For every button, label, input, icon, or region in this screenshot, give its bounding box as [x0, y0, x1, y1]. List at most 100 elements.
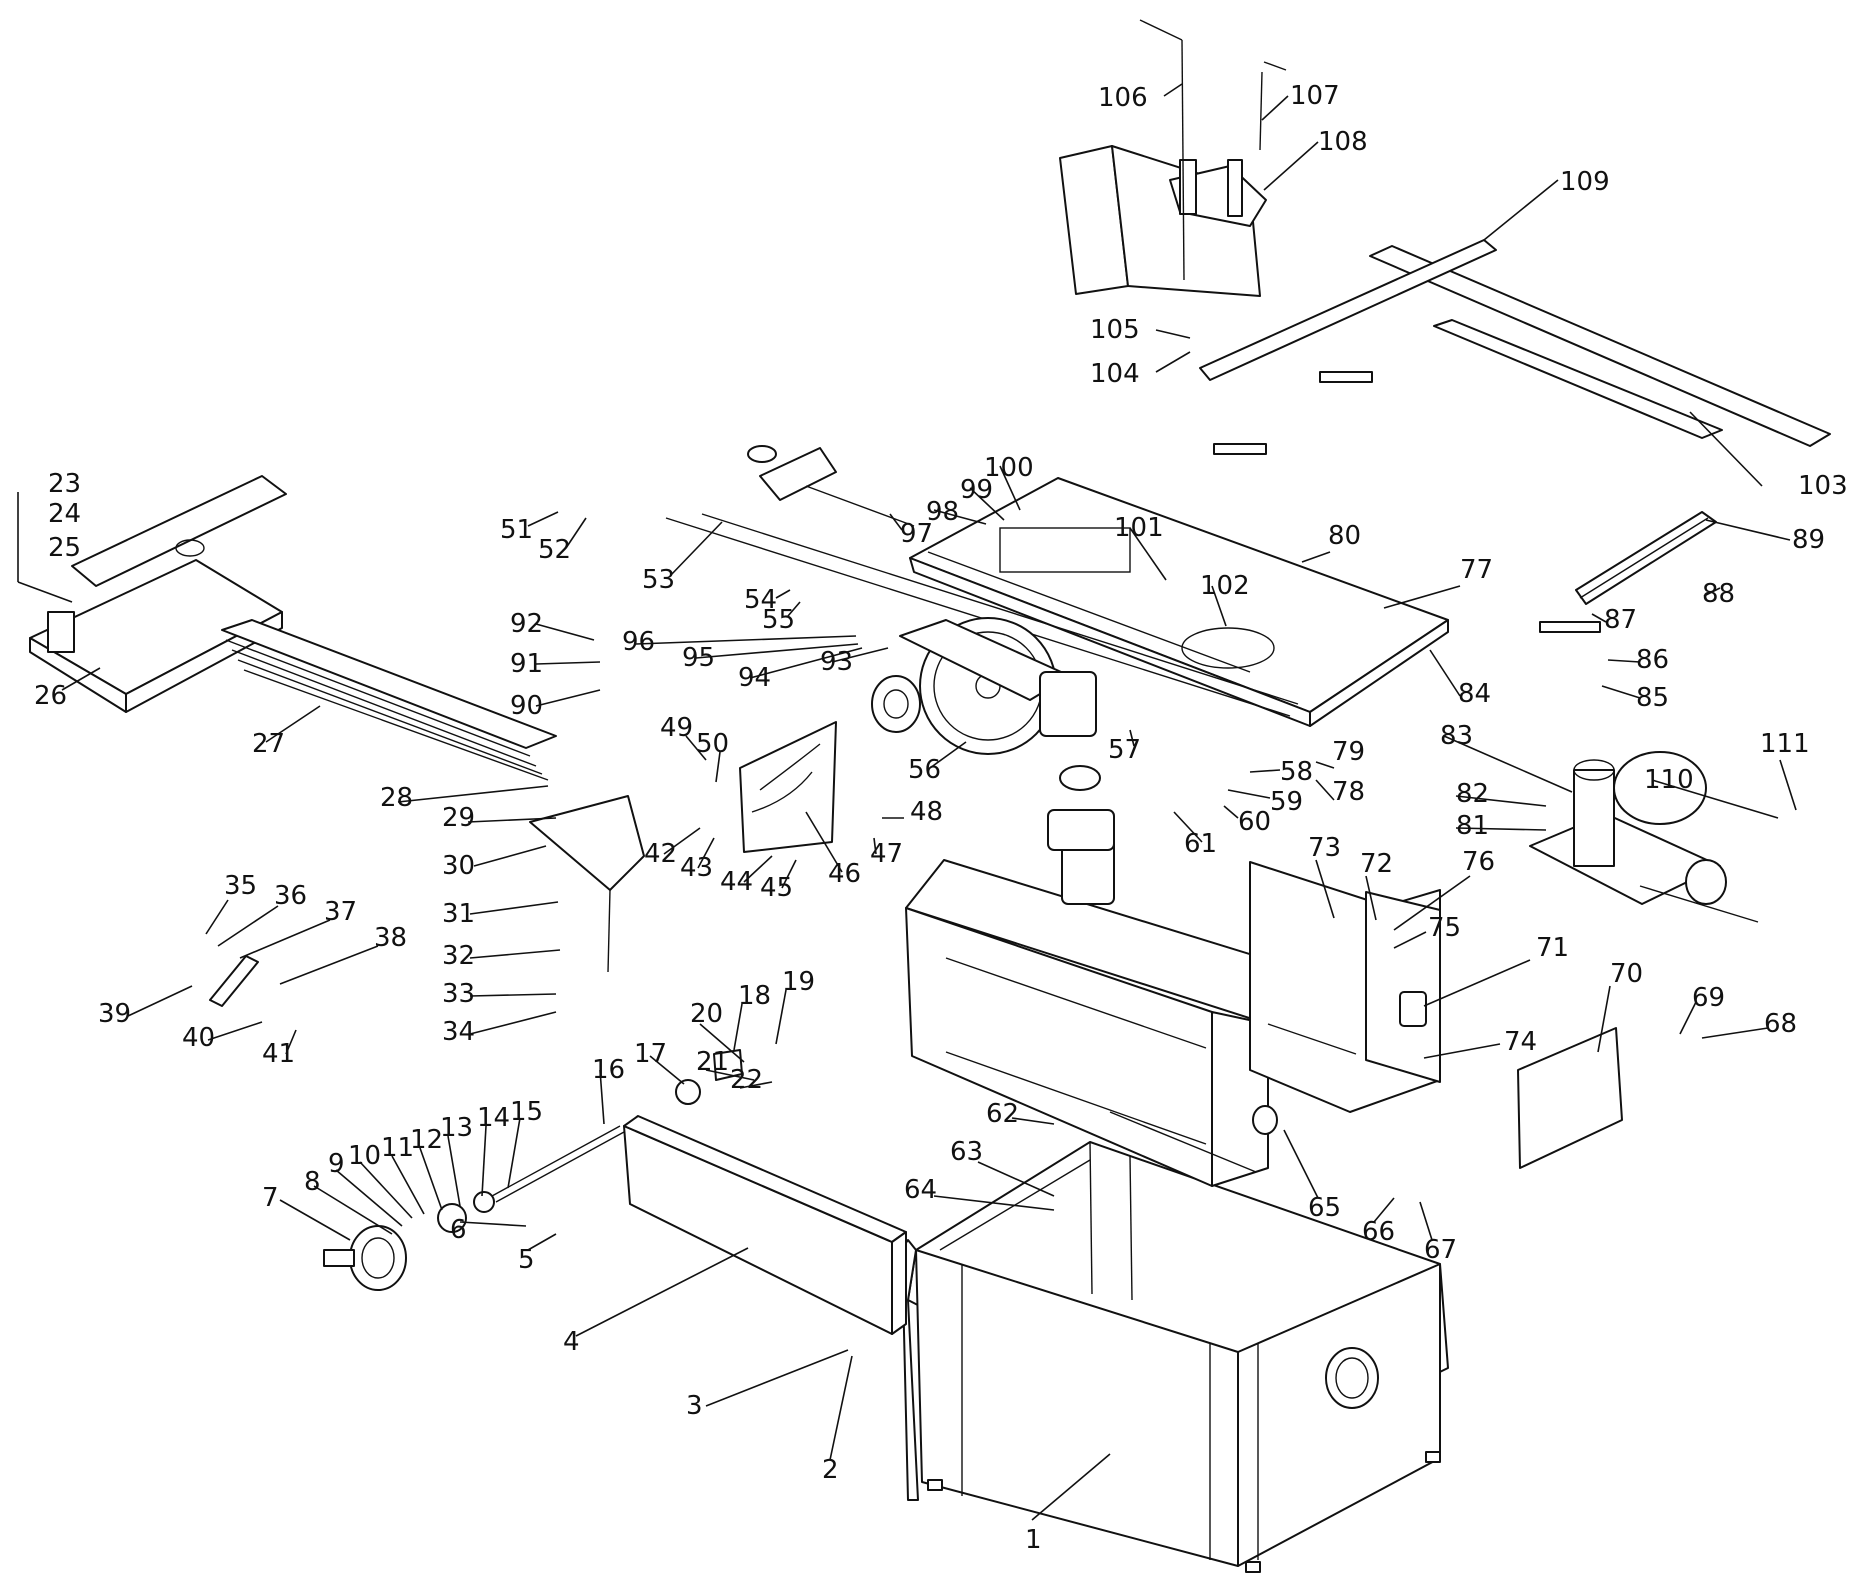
callout-110: 110	[1644, 765, 1694, 795]
callout-70: 70	[1610, 959, 1643, 989]
machine-drawing	[29, 19, 1831, 1573]
callout-88: 88	[1702, 579, 1735, 609]
callout-96: 96	[622, 627, 655, 657]
callout-22: 22	[730, 1065, 763, 1095]
callout-67: 67	[1424, 1235, 1457, 1265]
callout-100: 100	[984, 453, 1034, 483]
callout-1: 1	[1025, 1525, 1042, 1555]
callout-33: 33	[442, 979, 475, 1009]
callout-38: 38	[374, 923, 407, 953]
callout-48: 48	[910, 797, 943, 827]
callout-5: 5	[518, 1245, 535, 1275]
callout-68: 68	[1764, 1009, 1797, 1039]
callout-45: 45	[760, 873, 793, 903]
callout-43: 43	[680, 853, 713, 883]
callout-57: 57	[1108, 735, 1141, 765]
callout-37: 37	[324, 897, 357, 927]
callout-61: 61	[1184, 829, 1217, 859]
callout-95: 95	[682, 643, 715, 673]
callout-111: 111	[1760, 729, 1810, 759]
callout-64: 64	[904, 1175, 937, 1205]
callout-9: 9	[328, 1149, 345, 1179]
callout-36: 36	[274, 881, 307, 911]
callout-77: 77	[1460, 555, 1493, 585]
callout-102: 102	[1200, 571, 1250, 601]
callout-60: 60	[1238, 807, 1271, 837]
callout-11: 11	[381, 1133, 414, 1163]
callout-105: 105	[1090, 315, 1140, 345]
callout-4: 4	[563, 1327, 580, 1357]
hold-down-clamp	[747, 445, 915, 527]
callout-89: 89	[1792, 525, 1825, 555]
callout-74: 74	[1504, 1027, 1537, 1057]
rip-fence	[1059, 145, 1267, 297]
callout-52: 52	[538, 535, 571, 565]
saw-blade-assembly	[871, 617, 1101, 791]
callout-7: 7	[262, 1183, 279, 1213]
callout-82: 82	[1456, 779, 1489, 809]
fence-rail	[665, 513, 1299, 717]
callout-58: 58	[1280, 757, 1313, 787]
callout-103: 103	[1798, 471, 1848, 501]
callout-79: 79	[1332, 737, 1365, 767]
callout-85: 85	[1636, 683, 1669, 713]
callout-98: 98	[926, 497, 959, 527]
riving-knife-plate	[739, 721, 837, 853]
callout-30: 30	[442, 851, 475, 881]
callout-27: 27	[252, 729, 285, 759]
callout-47: 47	[870, 839, 903, 869]
callout-91: 91	[510, 649, 543, 679]
callout-29: 29	[442, 803, 475, 833]
callout-20: 20	[690, 999, 723, 1029]
callout-19: 19	[782, 967, 815, 997]
callout-104: 104	[1090, 359, 1140, 389]
callout-101: 101	[1114, 513, 1164, 543]
callout-25: 25	[48, 533, 81, 563]
callout-35: 35	[224, 871, 257, 901]
callout-75: 75	[1428, 913, 1461, 943]
callout-49: 49	[660, 713, 693, 743]
callout-93: 93	[820, 647, 853, 677]
callout-17: 17	[634, 1039, 667, 1069]
callout-97: 97	[900, 519, 933, 549]
callout-28: 28	[380, 783, 413, 813]
callout-12: 12	[410, 1125, 443, 1155]
callout-73: 73	[1308, 833, 1341, 863]
callout-99: 99	[960, 475, 993, 505]
callout-46: 46	[828, 859, 861, 889]
callout-86: 86	[1636, 645, 1669, 675]
callout-44: 44	[720, 867, 753, 897]
callout-16: 16	[592, 1055, 625, 1085]
callout-41: 41	[262, 1039, 295, 1069]
cabinet-base	[901, 1141, 1449, 1573]
callout-54: 54	[744, 585, 777, 615]
callout-32: 32	[442, 941, 475, 971]
fence-rails	[1199, 239, 1831, 455]
stand-link	[209, 955, 259, 1007]
callout-65: 65	[1308, 1193, 1341, 1223]
front-door-panel	[623, 1115, 907, 1335]
extrusion-rails	[221, 619, 557, 781]
callout-81: 81	[1456, 811, 1489, 841]
callout-59: 59	[1270, 787, 1303, 817]
callout-87: 87	[1604, 605, 1637, 635]
callout-56: 56	[908, 755, 941, 785]
callout-106: 106	[1098, 83, 1148, 113]
callout-108: 108	[1318, 127, 1368, 157]
callout-18: 18	[738, 981, 771, 1011]
callout-69: 69	[1692, 983, 1725, 1013]
callout-15: 15	[510, 1097, 543, 1127]
callout-109: 109	[1560, 167, 1610, 197]
leader-lines	[17, 83, 1797, 1521]
callout-3: 3	[686, 1391, 703, 1421]
callout-72: 72	[1360, 849, 1393, 879]
handwheel-assembly	[323, 1049, 743, 1291]
callout-78: 78	[1332, 777, 1365, 807]
callout-42: 42	[644, 839, 677, 869]
callout-2: 2	[822, 1455, 839, 1485]
callout-51: 51	[500, 515, 533, 545]
callout-107: 107	[1290, 81, 1340, 111]
callout-13: 13	[440, 1113, 473, 1143]
